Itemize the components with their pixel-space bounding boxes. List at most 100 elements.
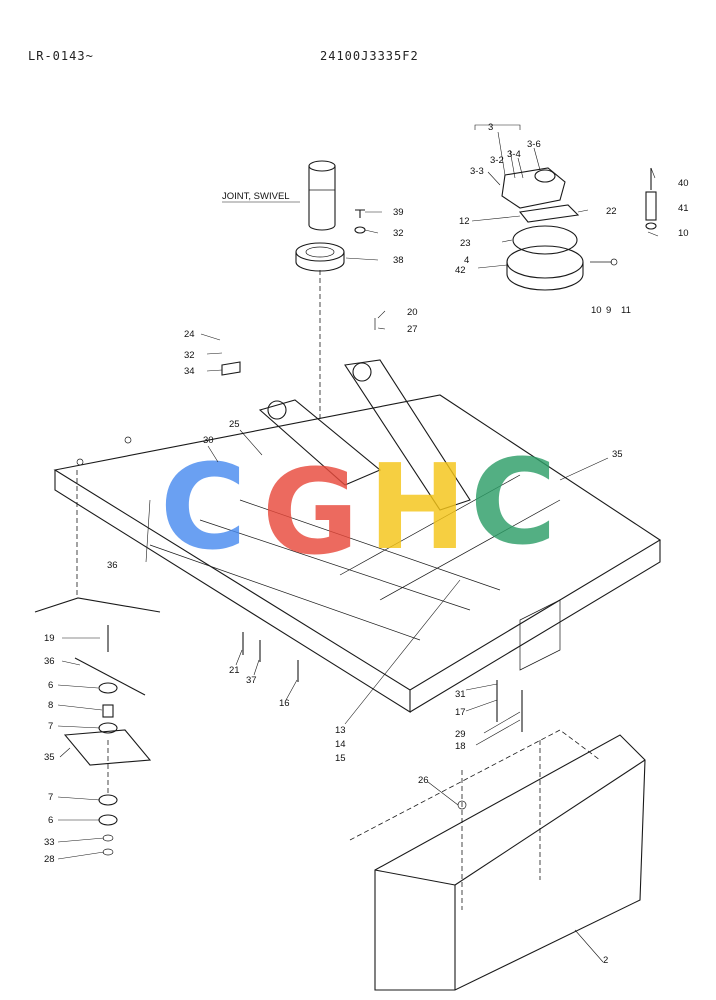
main-frame-front-side bbox=[409, 540, 661, 713]
label-3-6: 3-6 bbox=[527, 139, 541, 150]
label-31: 31 bbox=[455, 689, 466, 700]
counterweight-mount-pad bbox=[519, 599, 561, 671]
main-frame-group bbox=[53, 318, 662, 713]
label-2: 2 bbox=[603, 955, 608, 966]
swivel-joint-body bbox=[308, 166, 336, 231]
label-8: 8 bbox=[48, 700, 53, 711]
label-20: 20 bbox=[407, 307, 418, 318]
label-34: 34 bbox=[184, 366, 195, 377]
label-3-2: 3-2 bbox=[490, 155, 504, 166]
label-7a: 7 bbox=[48, 721, 53, 732]
label-30: 30 bbox=[203, 435, 214, 446]
label-17: 17 bbox=[455, 707, 466, 718]
label-22: 22 bbox=[606, 206, 617, 217]
boom-pin-boss-right bbox=[352, 362, 372, 382]
detail-break-line bbox=[34, 597, 161, 613]
boom-bracket-right bbox=[344, 359, 471, 511]
tube-41 bbox=[645, 191, 657, 221]
detail-nut-28 bbox=[102, 848, 114, 856]
washer-32a bbox=[354, 226, 366, 234]
drawing-number-text: 24100J3335F2 bbox=[320, 49, 419, 63]
label-7b: 7 bbox=[48, 792, 53, 803]
detail-cushion-6b bbox=[98, 814, 118, 826]
swing-motor-3 bbox=[501, 167, 566, 209]
detail-plate-36 bbox=[74, 657, 146, 696]
leader-lines bbox=[57, 131, 659, 963]
label-12: 12 bbox=[459, 216, 470, 227]
label-33: 33 bbox=[44, 837, 55, 848]
label-36a: 36 bbox=[107, 560, 118, 571]
label-14: 14 bbox=[335, 739, 346, 750]
swing-gear-ring-side bbox=[506, 262, 584, 291]
plug-10 bbox=[645, 222, 657, 230]
detail-collar-8 bbox=[102, 704, 114, 718]
label-13: 13 bbox=[335, 725, 346, 736]
label-3-3: 3-3 bbox=[470, 166, 484, 177]
label-10a: 10 bbox=[678, 228, 689, 239]
swing-gear-ring-42 bbox=[506, 245, 584, 279]
label-39: 39 bbox=[393, 207, 404, 218]
watermark-group: C G H C bbox=[160, 433, 557, 581]
watermark-letter-1: C bbox=[160, 438, 247, 576]
main-frame-left-side bbox=[54, 470, 411, 713]
label-19: 19 bbox=[44, 633, 55, 644]
watermark-letter-2: G bbox=[262, 443, 359, 581]
label-10b: 10 bbox=[591, 305, 602, 316]
swing-motor-cap bbox=[534, 169, 556, 183]
label-3: 3 bbox=[488, 122, 493, 133]
label-16: 16 bbox=[279, 698, 290, 709]
swivel-seal-ring-inner bbox=[305, 246, 335, 258]
label-32a: 32 bbox=[393, 228, 404, 239]
counterweight-hidden-edge bbox=[349, 729, 601, 841]
model-range-text: LR-0143~ bbox=[28, 49, 94, 63]
label-32b: 32 bbox=[184, 350, 195, 361]
label-27: 27 bbox=[407, 324, 418, 335]
mount-detail-group bbox=[34, 597, 161, 856]
watermark-letter-4: C bbox=[470, 433, 557, 571]
label-41: 41 bbox=[678, 203, 689, 214]
watermark-letter-3: H bbox=[368, 438, 467, 576]
label-35b: 35 bbox=[44, 752, 55, 763]
label-42: 42 bbox=[455, 265, 466, 276]
bolt-39 bbox=[355, 209, 365, 218]
label-21: 21 bbox=[229, 665, 240, 676]
counterweight-group bbox=[349, 729, 646, 991]
label-25: 25 bbox=[229, 419, 240, 430]
counterweight-top-edge bbox=[374, 869, 456, 886]
counterweight-ridge bbox=[454, 759, 646, 886]
frame-crossmembers bbox=[149, 499, 501, 641]
boom-pin-boss-left bbox=[267, 400, 287, 420]
frame-bolts-group bbox=[76, 470, 523, 732]
frame-hole-a bbox=[124, 436, 132, 444]
swivel-joint-group: JOINT, SWIVEL bbox=[222, 160, 366, 420]
joint-swivel-callout: JOINT, SWIVEL bbox=[222, 191, 290, 202]
label-28: 28 bbox=[44, 854, 55, 865]
label-18: 18 bbox=[455, 741, 466, 752]
swivel-seal-ring-38 bbox=[295, 242, 345, 262]
label-11: 11 bbox=[621, 305, 631, 316]
bracket-3 bbox=[474, 124, 521, 130]
label-6b: 6 bbox=[48, 815, 53, 826]
detail-cushion-7b bbox=[98, 794, 118, 806]
frame-longitudinal-ribs bbox=[339, 474, 561, 601]
label-24: 24 bbox=[184, 329, 195, 340]
motor-flange-12 bbox=[518, 204, 580, 223]
label-9: 9 bbox=[606, 305, 611, 316]
label-15: 15 bbox=[335, 753, 346, 764]
swing-motor-group bbox=[474, 124, 657, 291]
part-labels: 3 3-6 3-4 3-2 3-3 40 22 41 12 10 23 4 42… bbox=[44, 122, 689, 966]
detail-washer-33 bbox=[102, 834, 114, 842]
label-37: 37 bbox=[246, 675, 257, 686]
label-36b: 36 bbox=[44, 656, 55, 667]
label-38: 38 bbox=[393, 255, 404, 266]
detail-cushion-6a bbox=[98, 682, 118, 694]
label-4: 4 bbox=[464, 255, 469, 266]
label-6a: 6 bbox=[48, 680, 53, 691]
label-35a: 35 bbox=[612, 449, 623, 460]
detail-frame-35 bbox=[63, 729, 152, 766]
label-29: 29 bbox=[455, 729, 466, 740]
label-23: 23 bbox=[460, 238, 471, 249]
frame-hole-b bbox=[76, 458, 84, 466]
